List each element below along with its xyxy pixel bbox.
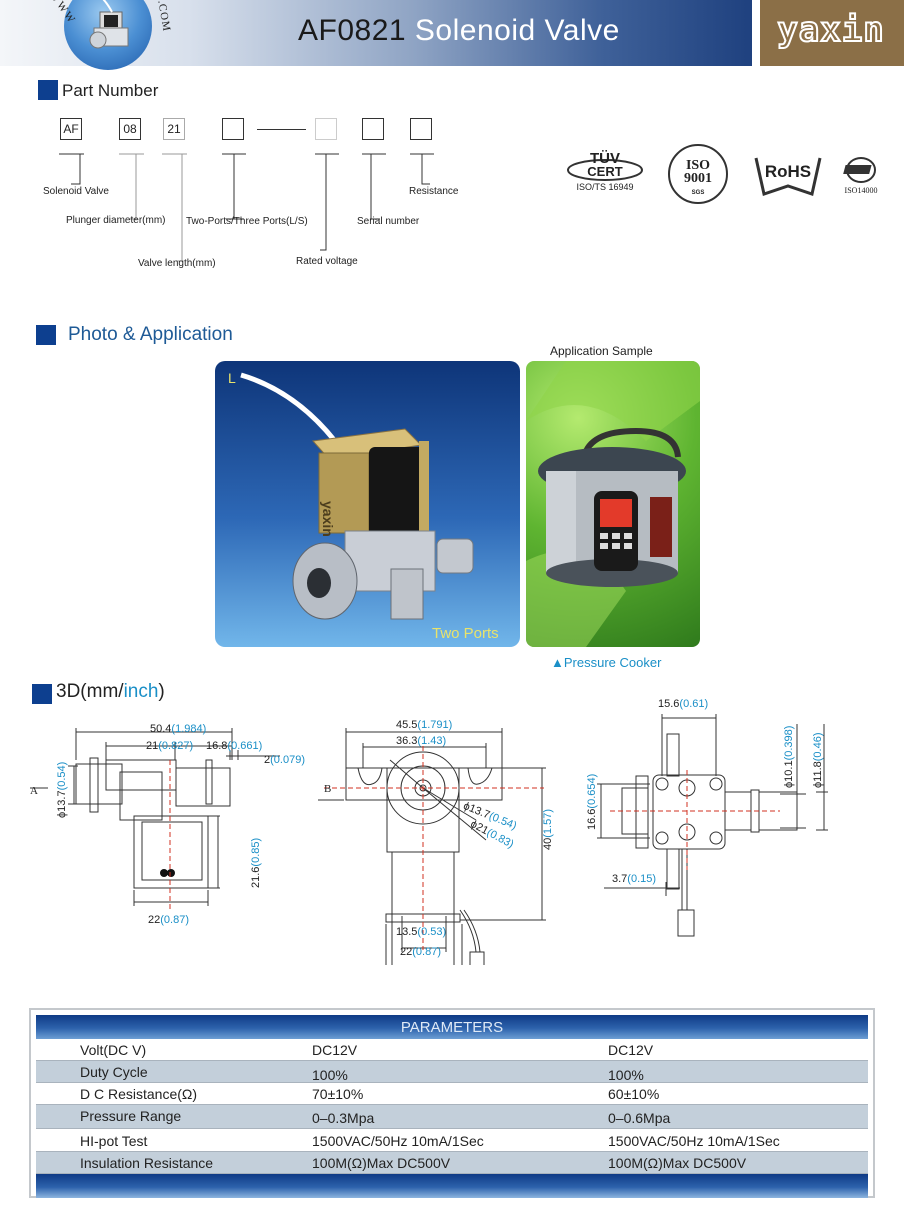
label-valve-length: Valve length(mm) — [138, 258, 216, 269]
dim-label: 2(0.079) — [264, 754, 305, 766]
coil-brand-text: yaxin — [320, 501, 336, 537]
section-title-photo: Photo & Application — [68, 324, 233, 345]
dim-label: ϕ13.7(0.54) — [56, 761, 68, 818]
part-code-box — [222, 118, 244, 140]
dim-label: ϕ11.8(0.46) — [812, 732, 824, 788]
product-logo-image — [64, 0, 152, 70]
section-marker-icon — [38, 80, 58, 100]
section-marker-icon — [36, 325, 56, 345]
dim-label: 3.7(0.15) — [612, 873, 657, 885]
product-photo: yaxin L Two Ports — [215, 361, 520, 647]
model-number: AF0821 — [298, 14, 407, 47]
rohs-badge: RoHS — [754, 156, 822, 196]
dim-label: 50.4(1.984) — [150, 723, 207, 735]
view-b-label: B — [324, 783, 332, 795]
cnab-iso14000-badge: ISO14000 — [836, 156, 886, 198]
parameters-footer-bar — [36, 1174, 868, 1198]
section-marker-icon — [32, 684, 52, 704]
cnab-logo-icon — [843, 157, 876, 183]
solenoid-valve-image: yaxin — [240, 372, 474, 620]
dim-label: 13.5(0.53) — [396, 926, 447, 938]
label-ports: Two-Ports/Three Ports(L/S) — [186, 216, 308, 227]
part-code-box — [315, 118, 337, 140]
label-rated-voltage: Rated voltage — [296, 256, 358, 267]
part-code-box — [410, 118, 432, 140]
header-banner: WWW .COM AF0821 Solenoid Valve yaxin — [0, 0, 904, 70]
dim-label: 15.6(0.61) — [658, 698, 709, 710]
dim-label: 21(0.827) — [146, 740, 194, 752]
tuv-ellipse-icon — [567, 159, 643, 181]
product-name: Solenoid Valve — [414, 14, 620, 47]
dim-label: 40(1.57) — [542, 809, 554, 850]
dim-label: 21.6(0.85) — [250, 837, 262, 888]
variant-label: Two Ports — [432, 625, 499, 642]
variant-letter: L — [228, 370, 236, 386]
part-code-box: 21 — [163, 118, 185, 140]
dim-label: 16.8(0.661) — [206, 740, 263, 752]
valve-thumbnail-icon — [89, 0, 129, 49]
separator-dash — [257, 129, 306, 130]
part-code-box: AF — [60, 118, 82, 140]
label-plunger-diameter: Plunger diameter(mm) — [66, 215, 166, 226]
application-title: Application Sample — [550, 344, 653, 358]
dim-label: ϕ10.1(0.398) — [783, 725, 795, 788]
dim-label: 22(0.87) — [400, 946, 441, 958]
dim-label: 45.5(1.791) — [396, 719, 453, 731]
drawing-view-c — [597, 714, 828, 937]
pressure-cooker-image — [526, 361, 700, 647]
application-photo — [526, 361, 700, 647]
dim-label: 22(0.87) — [148, 914, 189, 926]
application-caption: ▲Pressure Cooker — [551, 655, 662, 670]
brand-logo-text: yaxin — [776, 9, 885, 51]
dim-label: 36.3(1.43) — [396, 735, 447, 747]
dim-label: 16.6(0.654) — [586, 773, 598, 830]
label-solenoid-valve: Solenoid Valve — [43, 186, 109, 197]
label-resistance: Resistance — [409, 186, 459, 197]
page-title: AF0821 Solenoid Valve — [298, 14, 620, 48]
drawing-view-b — [318, 728, 546, 965]
label-serial-number: Serial number — [357, 216, 420, 227]
iso9001-badge: ISO 9001 SGS — [668, 144, 728, 204]
brand-logo-box — [760, 0, 904, 66]
rohs-mark-icon — [754, 157, 822, 196]
section-title-part-number: Part Number — [62, 81, 159, 100]
table-row: D C Resistance(Ω)70±10%60±10% — [36, 1083, 868, 1105]
tuv-cert-badge: TÜV CERT ISO/TS 16949 — [566, 150, 644, 196]
drawing-view-a — [30, 728, 280, 910]
part-code-box: 08 — [119, 118, 141, 140]
part-number-leader-lines — [59, 153, 434, 262]
section-title-3d: 3D(mm/inch) — [56, 681, 165, 702]
part-code-box — [362, 118, 384, 140]
triangle-up-icon: ▲ — [551, 655, 564, 670]
parameters-title: PARAMETERS — [36, 1015, 868, 1039]
view-a-label: A — [30, 785, 38, 797]
